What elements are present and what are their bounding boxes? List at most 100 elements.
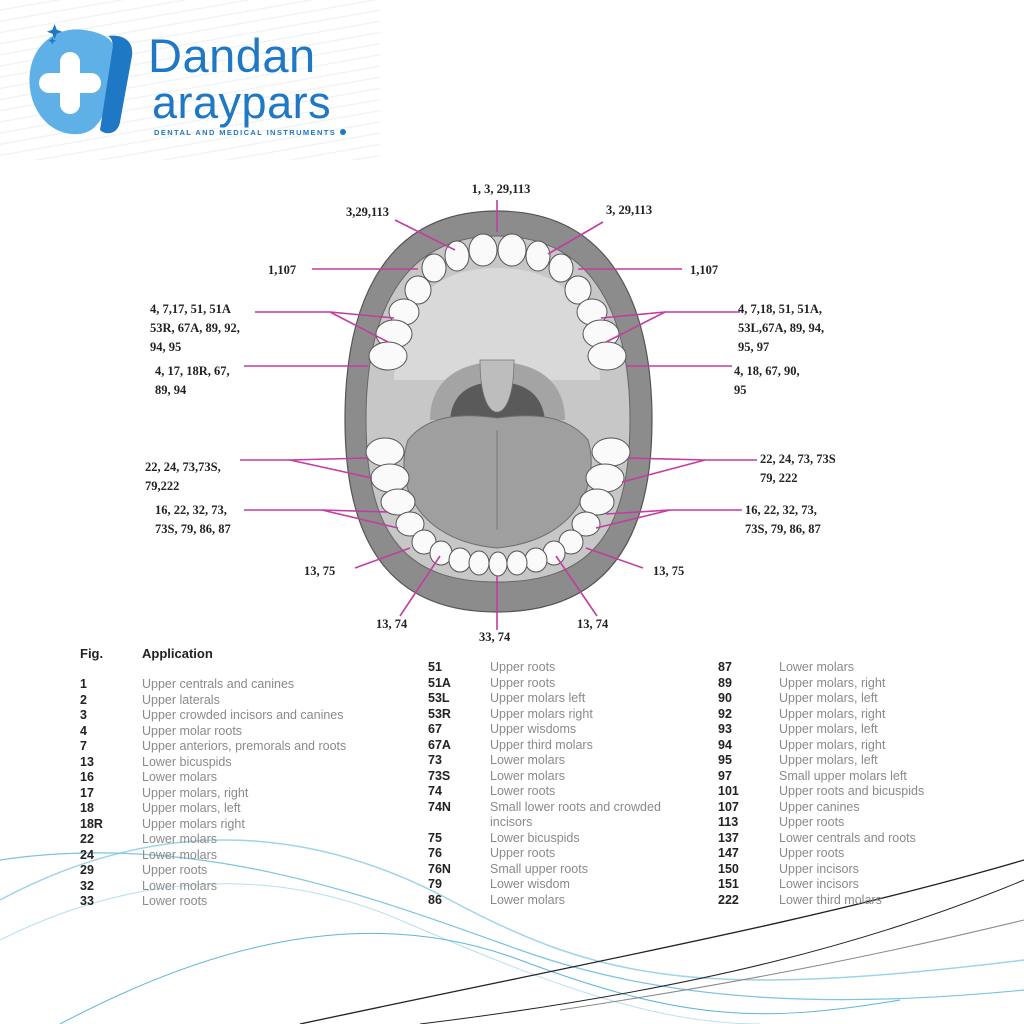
label-lower-left-1375: 13, 75 <box>304 564 336 578</box>
legend-application: Lower wisdom <box>490 877 570 891</box>
brand-name-line1: Dandan <box>148 29 316 82</box>
legend-application: Lower molars <box>779 660 855 674</box>
legend-application: Upper roots <box>490 660 556 674</box>
legend-fig-number: 74 <box>428 784 442 798</box>
lower-teeth <box>365 437 631 577</box>
legend-fig-header: Fig. <box>80 646 104 661</box>
label-right-1107: 1,107 <box>690 263 719 277</box>
legend-fig-number: 74N <box>428 799 451 814</box>
legend-fig-number: 86 <box>428 892 442 907</box>
label-upper-right-molars: 4, 7,18, 51, 51A, 53L,67A, 89, 94, 95, 9… <box>738 302 825 354</box>
legend-application: Upper roots <box>779 815 845 829</box>
tongue <box>403 415 592 549</box>
label-bottom-center: 33, 74 <box>479 630 511 644</box>
legend-fig-number: 67 <box>428 722 442 736</box>
legend-fig-number: 151 <box>718 877 739 891</box>
palate <box>394 268 600 380</box>
legend-application: Lower molars <box>142 878 218 893</box>
legend-fig-number: 7 <box>80 739 87 753</box>
legend-application: Upper roots and bicuspids <box>779 784 925 798</box>
brand-header: Dandan araypars DENTAL AND MEDICAL INSTR… <box>0 0 380 160</box>
legend-fig-number: 17 <box>80 785 94 800</box>
legend-application: Upper wisdoms <box>490 722 577 736</box>
legend-fig-number: 93 <box>718 722 732 736</box>
legend-fig-number: 18 <box>80 801 94 815</box>
legend-fig-number: 53L <box>428 691 450 705</box>
label-left-1107: 1,107 <box>268 263 297 277</box>
legend-application: Upper molars, right <box>779 737 886 752</box>
legend-application: Upper roots <box>490 846 556 860</box>
legend-fig-number: 90 <box>718 691 732 705</box>
legend-application: Lower bicuspids <box>142 754 232 769</box>
legend-application: Upper laterals <box>142 692 220 707</box>
legend-application: Lower molars <box>142 832 218 846</box>
legend-application: Upper roots <box>142 863 208 877</box>
pointer-lines <box>240 200 757 630</box>
legend-fig-number: 22 <box>80 832 94 846</box>
legend-fig-number: 53R <box>428 706 451 721</box>
legend-fig-number: 73 <box>428 753 442 767</box>
label-top-right: 3, 29,113 <box>606 203 653 217</box>
legend-fig-number: 75 <box>428 830 442 845</box>
label-top-center: 1, 3, 29,113 <box>471 182 531 196</box>
legend-application: Upper anteriors, premorals and roots <box>142 739 347 753</box>
legend-application: Small upper roots <box>490 861 588 876</box>
legend-fig-number: 150 <box>718 861 739 876</box>
label-lower-right-1374: 13, 74 <box>577 617 609 631</box>
uvula <box>479 359 515 413</box>
legend-application: Upper molars, left <box>779 691 878 705</box>
legend-fig-number: 13 <box>80 754 94 769</box>
legend-application: Lower roots <box>490 784 556 798</box>
legend-application: Upper molar roots <box>142 723 243 738</box>
legend-fig-number: 51 <box>428 660 442 674</box>
brand-tagline: DENTAL AND MEDICAL INSTRUMENTS <box>154 128 337 137</box>
legend-fig-number: 79 <box>428 877 442 891</box>
label-upper-right-roots: 4, 18, 67, 90, 95 <box>734 364 800 397</box>
legend-fig-number: 95 <box>718 753 732 767</box>
legend-fig-number: 89 <box>718 675 732 690</box>
brand-dot-icon <box>340 129 346 135</box>
mouth-diagram <box>240 200 757 630</box>
legend-application: Lower third molars <box>779 892 882 907</box>
legend-fig-number: 147 <box>718 846 739 860</box>
label-lower-left-molars: 22, 24, 73,73S, 79,222 <box>145 460 221 493</box>
legend-application: Upper roots <box>779 846 845 860</box>
label-lower-right-roots: 16, 22, 32, 73, 73S, 79, 86, 87 <box>745 503 821 536</box>
legend-application: Upper molars, left <box>779 722 878 736</box>
legend-application: Lower molars <box>490 892 566 907</box>
label-lower-left-1374: 13, 74 <box>376 617 408 631</box>
legend-application: Upper molars, right <box>142 785 249 800</box>
legend-application: Lower molars <box>490 753 566 767</box>
legend-application: Lower roots <box>142 894 208 908</box>
legend-fig-number: 18R <box>80 816 103 831</box>
legend-fig-number: 87 <box>718 660 732 674</box>
label-lower-right-molars: 22, 24, 73, 73S 79, 222 <box>760 452 836 485</box>
legend-fig-number: 97 <box>718 768 732 783</box>
legend-fig-number: 222 <box>718 892 739 907</box>
label-upper-left-molars: 4, 7,17, 51, 51A 53R, 67A, 89, 92, 94, 9… <box>150 302 240 354</box>
legend-fig-number: 32 <box>80 878 94 893</box>
legend-fig-number: 1 <box>80 677 87 691</box>
legend-application: Upper molars, left <box>779 753 878 767</box>
legend-fig-number: 2 <box>80 692 87 707</box>
legend-application: Lower molars <box>142 770 218 784</box>
legend-fig-number: 113 <box>718 815 739 829</box>
legend-application: Upper molars right <box>490 706 593 721</box>
upper-teeth <box>368 233 627 371</box>
legend-fig-number: 67A <box>428 737 451 752</box>
legend-application: Upper crowded incisors and canines <box>142 708 344 722</box>
legend-application: Lower bicuspids <box>490 830 580 845</box>
brand-name-line2: araypars <box>152 77 332 128</box>
legend-fig-number: 3 <box>80 708 87 722</box>
legend-application: Upper third molars <box>490 737 593 752</box>
legend-fig-number: 137 <box>718 830 739 845</box>
legend-application: Upper roots <box>490 675 556 690</box>
legend-application: Upper molars, left <box>142 801 241 815</box>
legend-application: Upper molars left <box>490 691 586 705</box>
legend-application: Upper incisors <box>779 861 859 876</box>
legend-fig-number: 76N <box>428 861 451 876</box>
legend-application: Upper centrals and canines <box>142 677 295 691</box>
legend-application: Lower incisors <box>779 877 859 891</box>
legend-application-header: Application <box>142 646 213 661</box>
